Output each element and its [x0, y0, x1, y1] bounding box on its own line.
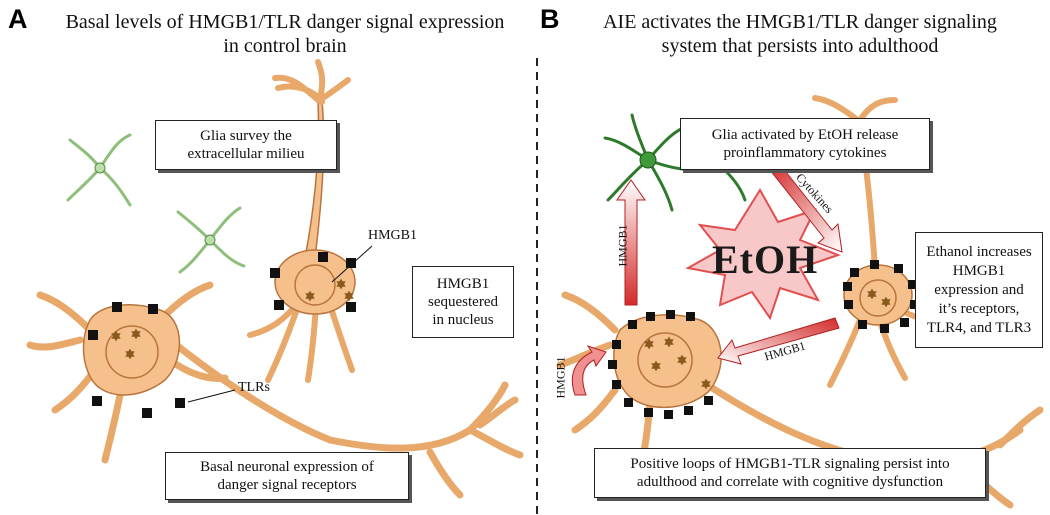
hmgb1-sequestered-box: HMGB1 sequestered in nucleus [412, 266, 514, 338]
glia-cell-body [204, 234, 216, 246]
eth-line1: Ethanol increases [926, 243, 1032, 260]
panel-a-title-line2: in control brain [223, 35, 347, 57]
panel-a-title: Basal levels of HMGB1/TLR danger signal … [30, 10, 540, 58]
glia-survey-line2: extracellular milieu [187, 146, 305, 162]
panel-a-title-line1: Basal levels of HMGB1/TLR danger signal … [65, 11, 505, 33]
positive-loops-line1: Positive loops of HMGB1-TLR signaling pe… [630, 456, 950, 472]
neuron-a-small [247, 59, 356, 383]
hmgb1-seq-line1: HMGB1 [436, 276, 490, 292]
etoh-label: EtOH [712, 237, 819, 282]
panel-b-title-line2: system that persists into adulthood [661, 35, 939, 57]
positive-loops-line2: adulthood and correlate with cognitive d… [636, 474, 944, 490]
ethanol-increases-box: Ethanol increases HMGB1 expression and i… [915, 232, 1043, 348]
callout-line-hmgb1 [331, 245, 373, 283]
tlr-receptors-a-large [88, 302, 185, 418]
hmgb1-seq-line2: sequestered [428, 294, 498, 310]
tlr-receptors-b-small [843, 260, 919, 333]
label-hmgb1: HMGB1 [368, 228, 418, 243]
hmgb1-loop-arrow [571, 345, 607, 396]
etoh-burst [685, 188, 841, 321]
eth-line4: it’s receptors, [938, 300, 1020, 317]
glia-resting-1 [66, 133, 132, 207]
eth-line5: TLR4, and TLR3 [926, 319, 1032, 336]
tlr-receptors-a-small [270, 252, 356, 312]
eth-line2: HMGB1 [952, 262, 1006, 279]
neuron-a-large-body [82, 304, 181, 396]
glia-resting-2 [176, 206, 246, 274]
panel-b-title: AIE activates the HMGB1/TLR danger signa… [560, 10, 1040, 58]
callout-line-tlrs [187, 389, 236, 403]
hmgb1-arrow-mid [717, 317, 840, 365]
hmgb1-up-label: HMGB1 [615, 224, 630, 267]
eth-line3: expression and [934, 281, 1024, 298]
glia-survey-box: Glia survey the extracellular milieu [155, 120, 337, 170]
glia-survey-line1: Glia survey the [200, 128, 292, 144]
basal-line2: danger signal receptors [217, 477, 357, 493]
cytokines-arrow [769, 161, 843, 253]
label-tlrs: TLRs [238, 380, 270, 395]
tlr-receptors-b-large [608, 310, 713, 419]
hmgb1-loop-label: HMGB1 [553, 356, 568, 399]
panel-b-title-line1: AIE activates the HMGB1/TLR danger signa… [603, 11, 997, 33]
glia-cell-body [94, 162, 106, 174]
basal-expression-box: Basal neuronal expression of danger sign… [165, 452, 409, 500]
basal-line1: Basal neuronal expression of [200, 459, 374, 475]
panel-letter-b: B [540, 4, 560, 34]
positive-loops-box: Positive loops of HMGB1-TLR signaling pe… [594, 448, 986, 498]
glia-cell-body [639, 151, 657, 169]
nucleus-b-small [859, 279, 897, 317]
glia-activated-line2: proinflammatory cytokines [723, 145, 887, 161]
hmgb1-arrow-up [616, 179, 646, 306]
nucleus-a-small [294, 264, 336, 306]
glia-activated-line1: Glia activated by EtOH release [711, 127, 899, 143]
hmgb1-seq-line3: in nucleus [432, 312, 494, 328]
glia-activated-box: Glia activated by EtOH release proinflam… [680, 118, 930, 170]
panel-letter-a: A [8, 4, 28, 34]
